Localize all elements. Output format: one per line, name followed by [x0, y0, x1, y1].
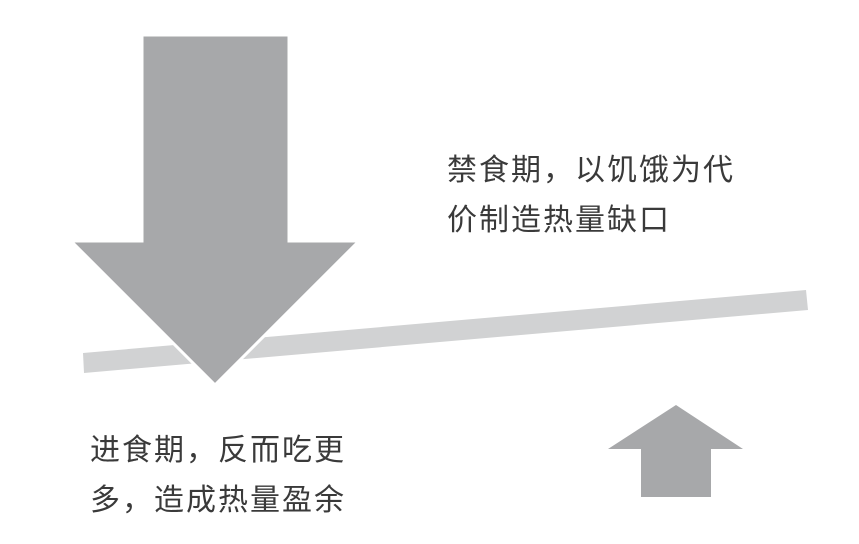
fasting-caption-line-2: 价制造热量缺口	[447, 203, 671, 238]
fasting-caption-line-1: 禁食期，以饥饿为代	[447, 153, 735, 188]
large-down-arrow-icon	[67, 33, 363, 388]
balance-beam	[83, 290, 808, 373]
eating-caption-line-1: 进食期，反而吃更	[90, 433, 346, 468]
eating-caption: 进食期，反而吃更 多，造成热量盈余	[90, 426, 346, 526]
fasting-caption: 禁食期，以饥饿为代 价制造热量缺口	[447, 146, 735, 246]
eating-caption-line-2: 多，造成热量盈余	[90, 483, 346, 518]
small-up-arrow-icon	[608, 405, 743, 497]
